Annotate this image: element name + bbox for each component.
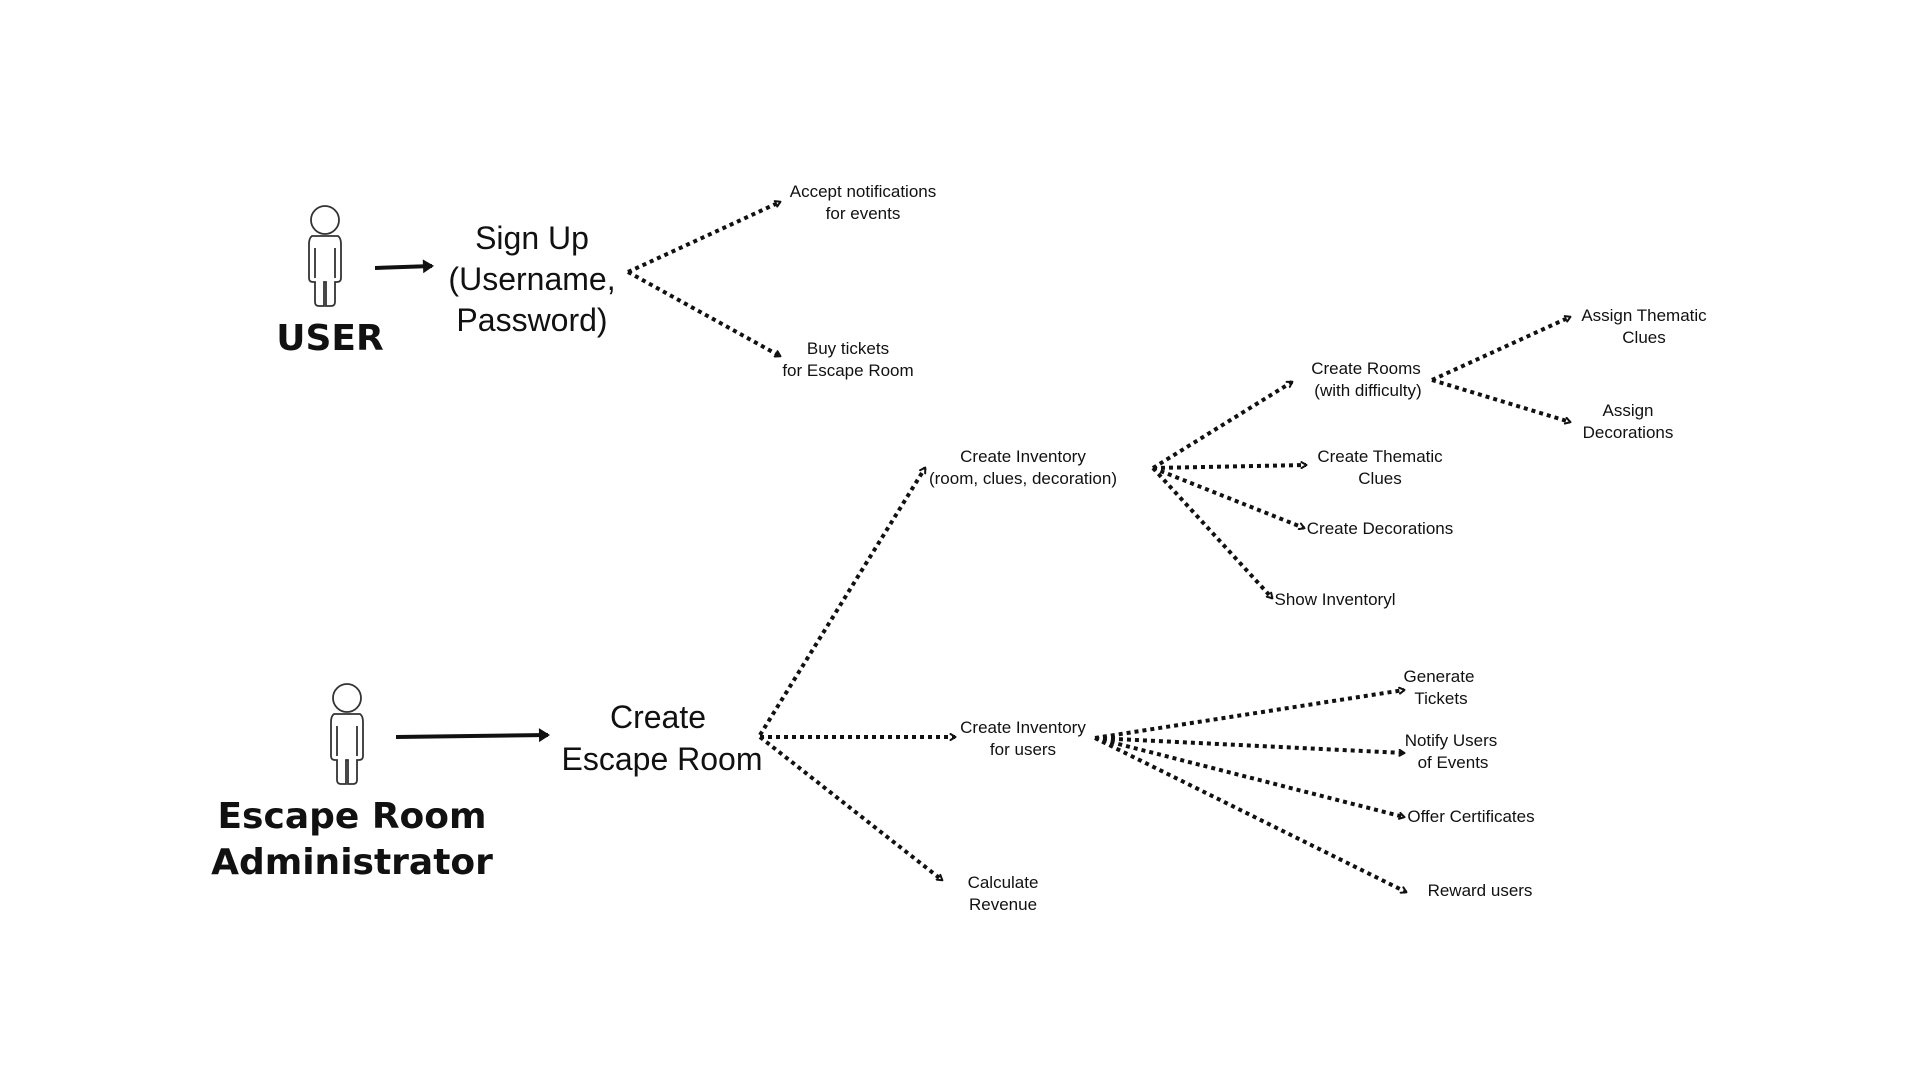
node-notify-users-line2: of Events: [1418, 753, 1489, 772]
node-calculate-revenue-line1: Calculate: [968, 873, 1039, 892]
node-reward-users: Reward users: [1428, 881, 1533, 900]
edge-inventory-show-inventory: [1151, 466, 1274, 600]
node-offer-certificates: Offer Certificates: [1407, 807, 1534, 826]
node-assign-decorations-line2: Decorations: [1583, 423, 1674, 442]
edge-users-notify-users: [1094, 736, 1406, 757]
node-accept-notifications-line1: Accept notifications: [790, 182, 936, 201]
user-stick-figure-icon: [308, 205, 342, 307]
edge-rooms-assign-decorations: [1431, 378, 1572, 425]
node-create-thematic-clues-line2: Clues: [1358, 469, 1401, 488]
node-create-decorations: Create Decorations: [1307, 519, 1453, 538]
node-create-escape-room-line1: Create: [610, 699, 706, 735]
node-buy-tickets-line1: Buy tickets: [807, 339, 889, 358]
edge-escape-room-create-inventory: [758, 466, 927, 737]
node-assign-thematic-clues-line2: Clues: [1622, 328, 1665, 347]
edge-signup-accept-notifications: [627, 200, 782, 274]
node-create-thematic-clues-line1: Create Thematic: [1317, 447, 1443, 466]
node-sign-up-line2: (Username,: [448, 261, 615, 297]
edge-user-signup: [374, 259, 434, 274]
node-buy-tickets-line2: for Escape Room: [782, 361, 913, 380]
user-actor-label: USER: [276, 318, 383, 359]
node-create-inventory-users-line2: for users: [990, 740, 1056, 759]
edge-inventory-decorations: [1152, 466, 1306, 531]
node-generate-tickets-line2: Tickets: [1414, 689, 1467, 708]
node-accept-notifications-line2: for events: [826, 204, 901, 223]
node-assign-thematic-clues-line1: Assign Thematic: [1581, 306, 1707, 325]
edge-admin-create-escape-room: [395, 728, 550, 743]
admin-stick-figure-icon: [330, 683, 364, 785]
edge-escape-room-calculate-revenue: [758, 735, 944, 882]
node-create-rooms-line2: (with difficulty): [1314, 381, 1421, 400]
edge-users-offer-certificates: [1094, 736, 1406, 820]
admin-actor-label-line2: Administrator: [211, 842, 493, 883]
node-create-inventory-line2: (room, clues, decoration): [929, 469, 1117, 488]
node-create-escape-room-line2: Escape Room: [562, 741, 763, 777]
edge-inventory-create-rooms: [1151, 380, 1294, 470]
node-sign-up-line1: Sign Up: [475, 220, 589, 256]
edge-users-reward-users: [1094, 736, 1408, 894]
node-calculate-revenue-line2: Revenue: [969, 895, 1037, 914]
node-generate-tickets-line1: Generate: [1404, 667, 1475, 686]
edge-inventory-thematic-clues: [1152, 461, 1308, 470]
node-create-inventory-users-line1: Create Inventory: [960, 718, 1086, 737]
edge-users-generate-tickets: [1094, 686, 1406, 740]
edge-signup-buy-tickets: [627, 270, 782, 358]
node-notify-users-line1: Notify Users: [1405, 731, 1498, 750]
node-assign-decorations-line1: Assign: [1602, 401, 1653, 420]
edge-rooms-assign-clues: [1431, 315, 1572, 382]
node-create-inventory-line1: Create Inventory: [960, 447, 1086, 466]
node-create-rooms-line1: Create Rooms: [1311, 359, 1421, 378]
node-show-inventory: Show Inventoryl: [1275, 590, 1396, 609]
admin-actor-label-line1: Escape Room: [217, 796, 486, 837]
node-sign-up-line3: Password): [456, 302, 607, 338]
